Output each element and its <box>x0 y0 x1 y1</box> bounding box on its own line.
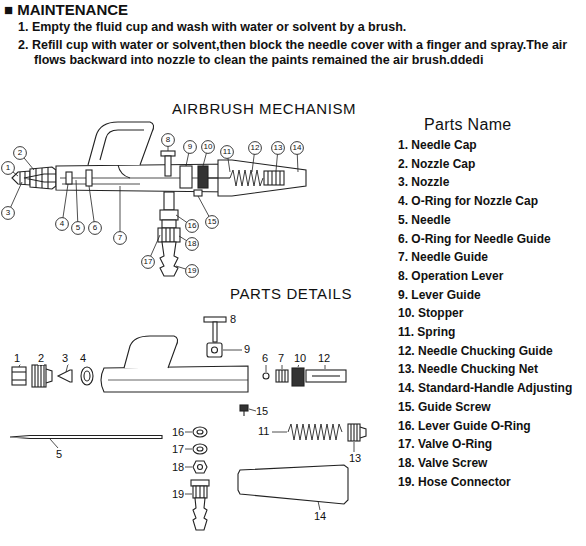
callout-number: 3 <box>1 206 15 220</box>
callout-circle: 15 <box>205 215 219 229</box>
callout-circle: 17 <box>141 255 155 269</box>
part-number: 12 <box>318 352 330 365</box>
part-name: 6. O-Ring for Needle Guide <box>398 232 551 246</box>
callout-circle: 6 <box>88 221 102 235</box>
callout-number: 9 <box>183 140 197 154</box>
callout-circle: 4 <box>55 217 69 231</box>
section-heading: PARTS DETAILS <box>230 285 352 303</box>
callout-number: 11 <box>220 145 234 159</box>
part-name: 14. Standard-Handle Adjusting <box>398 381 572 395</box>
part-name: 13. Needle Chucking Net <box>398 362 538 376</box>
callout-number: 18 <box>185 237 199 251</box>
callout-circle: 12 <box>248 141 262 155</box>
part-number: 1 <box>14 352 20 365</box>
part-name: 16. Lever Guide O-Ring <box>398 419 531 433</box>
callout-number: 1 <box>1 161 15 175</box>
part-number: 4 <box>80 352 86 365</box>
callout-circle: 11 <box>220 145 234 159</box>
callout-number: 16 <box>185 219 199 233</box>
part-name: 11. Spring <box>398 325 455 339</box>
list-heading: Parts Name <box>424 115 511 134</box>
part-number: 19 <box>172 488 184 501</box>
callout-number: 6 <box>88 221 102 235</box>
callout-circle: 7 <box>113 231 127 245</box>
part-name: 7. Needle Guide <box>398 250 488 264</box>
callout-circle: 5 <box>71 221 85 235</box>
part-number: 5 <box>56 448 62 461</box>
mechanism-drawing <box>8 122 306 276</box>
part-name: 9. Lever Guide <box>398 288 481 302</box>
part-number: 2 <box>38 352 44 365</box>
part-number: 8 <box>230 313 236 326</box>
callout-circle: 1 <box>1 161 15 175</box>
callout-number: 14 <box>290 141 304 155</box>
part-number: 17 <box>172 443 184 456</box>
callout-number: 8 <box>161 133 175 147</box>
callout-circle: 19 <box>185 264 199 278</box>
callout-circle: 2 <box>13 146 27 160</box>
part-number: 15 <box>256 405 268 418</box>
callout-number: 10 <box>201 140 215 154</box>
part-name: 15. Guide Screw <box>398 400 491 414</box>
callout-number: 12 <box>248 141 262 155</box>
part-number: 10 <box>294 352 306 365</box>
callout-circle: 14 <box>290 141 304 155</box>
callout-circle: 18 <box>185 237 199 251</box>
callout-number: 5 <box>71 221 85 235</box>
part-name: 1. Needle Cap <box>398 138 477 152</box>
part-name: 5. Needle <box>398 213 451 227</box>
part-number: 6 <box>262 352 268 365</box>
callout-circle: 8 <box>161 133 175 147</box>
section-heading: AIRBRUSH MECHANISM <box>172 100 356 118</box>
part-name: 8. Operation Lever <box>398 269 503 283</box>
callout-circle: 10 <box>201 140 215 154</box>
callout-circle: 13 <box>271 141 285 155</box>
part-number: 3 <box>62 352 68 365</box>
callout-number: 13 <box>271 141 285 155</box>
part-name: 4. O-Ring for Nozzle Cap <box>398 194 538 208</box>
part-name: 19. Hose Connector <box>398 475 511 489</box>
part-name: 17. Valve O-Ring <box>398 437 492 451</box>
callout-circle: 9 <box>183 140 197 154</box>
callout-number: 15 <box>205 215 219 229</box>
callout-number: 17 <box>141 255 155 269</box>
part-name: 10. Stopper <box>398 306 463 320</box>
part-number: 16 <box>172 426 184 439</box>
callout-number: 7 <box>113 231 127 245</box>
callout-circle: 3 <box>1 206 15 220</box>
instruction-text: 2. Refill cup with water or solvent,then… <box>18 38 584 68</box>
part-number: 9 <box>244 343 250 356</box>
part-name: 2. Nozzle Cap <box>398 157 475 171</box>
callout-number: 19 <box>185 264 199 278</box>
page-title: ■ MAINTENANCE <box>4 1 128 19</box>
part-number: 13 <box>349 452 361 465</box>
part-name: 12. Needle Chucking Guide <box>398 344 553 358</box>
part-name: 3. Nozzle <box>398 175 449 189</box>
part-number: 7 <box>278 352 284 365</box>
callout-number: 2 <box>13 146 27 160</box>
part-name: 18. Valve Screw <box>398 456 487 470</box>
part-number: 18 <box>172 461 184 474</box>
parts-details-drawing <box>10 317 366 530</box>
callout-circle: 16 <box>185 219 199 233</box>
callout-number: 4 <box>55 217 69 231</box>
part-number: 14 <box>314 510 326 523</box>
instruction-text: 1. Empty the fluid cup and wash with wat… <box>18 20 406 35</box>
part-number: 11 <box>258 425 269 438</box>
